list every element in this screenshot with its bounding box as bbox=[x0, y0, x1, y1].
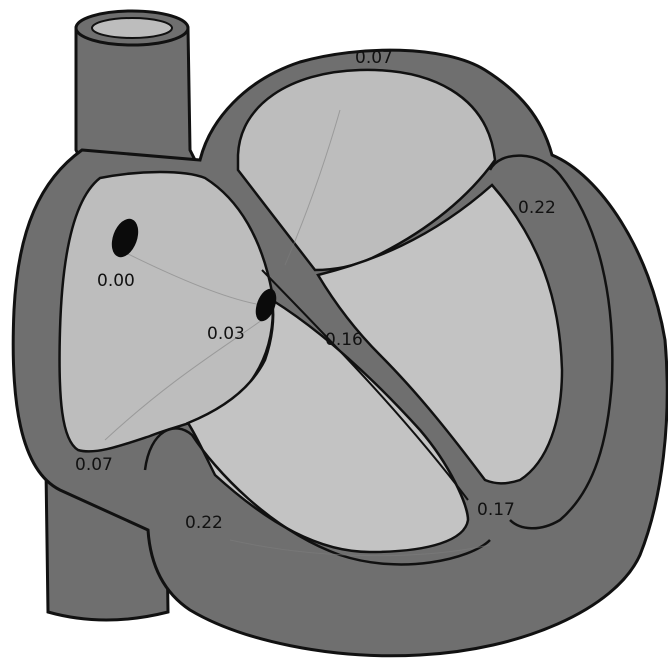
label-left-atrium-wall: 0.07 bbox=[355, 48, 393, 68]
label-av-node: 0.03 bbox=[207, 324, 245, 344]
label-apex-region: 0.17 bbox=[477, 500, 515, 520]
label-right-ventricle-wall: 0.22 bbox=[185, 513, 223, 533]
label-sa-node: 0.00 bbox=[97, 271, 135, 291]
superior-vena-cava bbox=[76, 11, 200, 170]
label-septum: 0.16 bbox=[325, 330, 363, 350]
superior-vena-cava-body bbox=[76, 28, 200, 170]
label-right-atrium-wall: 0.07 bbox=[75, 455, 113, 475]
superior-vena-cava-opening bbox=[92, 18, 172, 38]
label-left-ventricle-wall: 0.22 bbox=[518, 198, 556, 218]
